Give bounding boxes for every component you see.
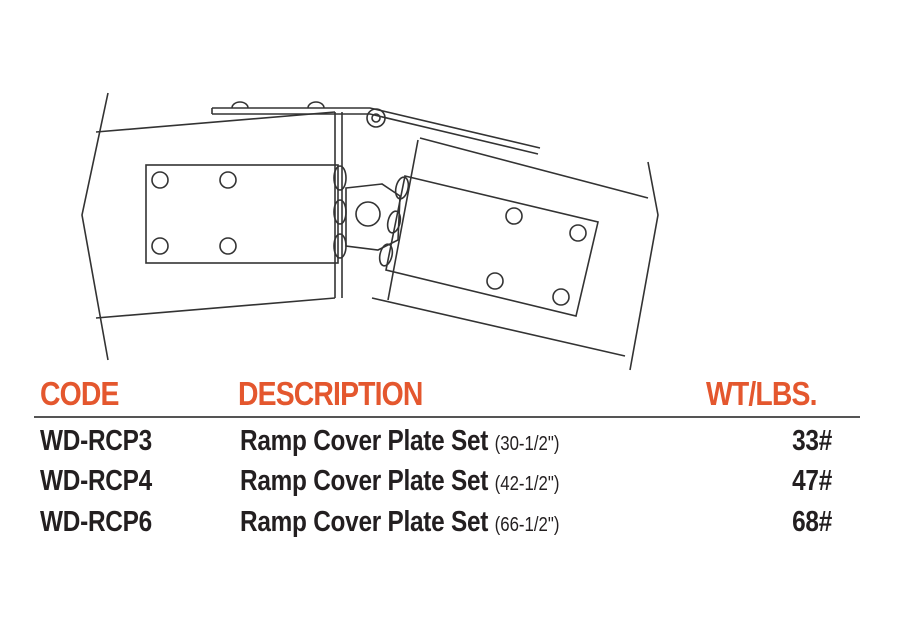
right-section-top-edge [419,137,649,199]
row-description-text: Ramp Cover Plate Set [240,425,489,457]
row-size: (30-1/2") [494,433,560,455]
row-code: WD-RCP6 [40,506,152,538]
row-code: WD-RCP4 [40,465,152,497]
knuckle [386,210,402,234]
row-description-text: Ramp Cover Plate Set [240,465,489,497]
right-section-bottom-edge [371,297,626,357]
hinge-pin-outer [366,108,386,128]
header-code: CODE [40,375,119,412]
hinge-body [345,183,401,251]
bolt [569,224,587,242]
table-row: WD-RCP6 Ramp Cover Plate Set (66-1/2") 6… [0,501,900,543]
row-description-text: Ramp Cover Plate Set [240,506,489,538]
knuckle [333,165,347,191]
knuckle [394,176,410,200]
table-row: WD-RCP4 Ramp Cover Plate Set (42-1/2") 4… [0,460,900,502]
row-description: Ramp Cover Plate Set (30-1/2") [240,420,559,465]
row-weight: 33# [792,425,832,457]
row-code: WD-RCP3 [40,425,152,457]
bolt [505,207,523,225]
hinge-pin-inner [371,113,381,123]
hinge-center-pin [355,201,381,227]
header-description: DESCRIPTION [238,375,423,412]
bolt [151,237,169,255]
row-size: (42-1/2") [494,473,560,495]
right-plate [385,175,599,317]
cover-bolt-head [307,101,325,109]
cover-plate-bottom [212,113,539,155]
row-weight: 68# [792,506,832,538]
cover-plate-top [212,107,541,149]
left-section-outline [81,92,109,361]
header-weight: WT/LBS. [706,375,818,412]
row-weight: 47# [792,465,832,497]
bolt [486,272,504,290]
row-description: Ramp Cover Plate Set (42-1/2") [240,460,559,505]
bolt [219,171,237,189]
table-row: WD-RCP3 Ramp Cover Plate Set (30-1/2") 3… [0,420,900,462]
bolt [151,171,169,189]
left-section-bottom-edge [95,297,336,319]
right-section-inner [387,139,419,301]
left-plate [145,164,339,264]
knuckle [378,243,394,267]
row-size: (66-1/2") [494,514,560,536]
left-section-top-edge [95,111,336,133]
right-section-end [629,161,659,371]
bolt [552,288,570,306]
cover-bolt-head [231,101,249,109]
bolt [219,237,237,255]
row-description: Ramp Cover Plate Set (66-1/2") [240,501,559,546]
ramp-cover-plate-diagram [81,92,659,371]
header-divider [34,416,860,418]
